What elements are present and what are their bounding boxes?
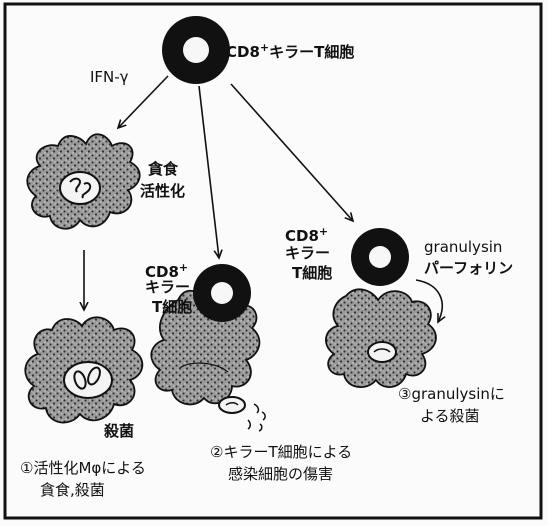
top-cell-label-prefix: CD8 — [226, 43, 260, 61]
top-killer-t-cell — [162, 16, 230, 84]
caption-2-line2: 感染細胞の傷害 — [228, 464, 333, 485]
right-cell-label-cd8: CD8 — [285, 227, 319, 245]
top-cell-label-suffix: キラーT細胞 — [269, 43, 354, 61]
right-infected-cell — [326, 289, 436, 387]
caption-1-line1: ①活性化Mφによる — [20, 458, 146, 479]
kill-label: 殺菌 — [104, 422, 134, 441]
perforin-label: パーフォリン — [424, 259, 513, 278]
middle-cell-label-line2: キラー — [145, 278, 190, 297]
middle-cell-label-sup: + — [179, 261, 188, 274]
arrow-to-middle-cell — [199, 86, 219, 258]
caption-2-line1: ②キラーT細胞による — [210, 442, 352, 463]
granulysin-label: granulysin — [424, 238, 502, 257]
middle-cell-label-line3: T細胞 — [152, 298, 192, 317]
top-cell-label-sup: + — [260, 41, 269, 54]
right-cell-label-sup: + — [319, 225, 328, 238]
ifn-gamma-label: IFN-γ — [90, 68, 129, 87]
caption-3-line1: ③granulysinに — [398, 384, 505, 405]
right-cell-label-line1: CD8+ — [285, 222, 328, 246]
activated-macrophage — [27, 134, 139, 228]
phagocytosis-label-line1: 貪食 — [148, 160, 178, 179]
caption-1-line2: 貪食,殺菌 — [40, 480, 105, 501]
top-cell-label: CD8+キラーT細胞 — [226, 38, 354, 62]
right-cell-label-line2: キラー — [285, 244, 330, 263]
right-cell-label-line3: T細胞 — [292, 264, 332, 283]
killing-macrophage — [25, 317, 142, 422]
middle-killer-t-cell — [193, 264, 251, 322]
phagocytosis-label-line2: 活性化 — [140, 182, 185, 201]
arrow-to-right-cell — [231, 84, 353, 221]
right-killer-t-cell — [351, 228, 409, 286]
caption-3-line2: よる殺菌 — [420, 406, 480, 427]
